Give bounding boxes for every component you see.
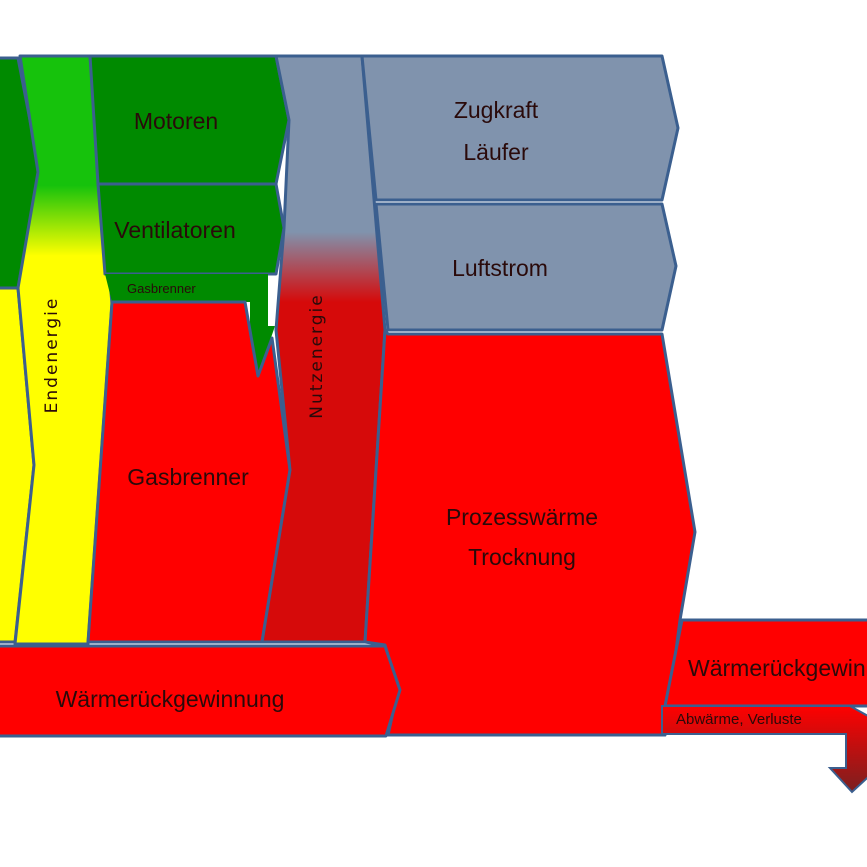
ventilatoren-block [96,182,286,276]
luftstrom-block [374,202,678,332]
motoren-label: Motoren [134,108,218,134]
endenergie-label: Endenergie [42,297,62,414]
prozesswaerme-label-line2: Trocknung [468,544,576,570]
prozesswaerme-label-line1: Prozesswärme [446,504,598,530]
gasbrenner-block [86,300,292,644]
gasbrenner-small-label: Gasbrenner [127,281,196,296]
waermerueckgewinnung-left-label: Wärmerückgewinnung [56,686,285,712]
nutzenergie-label: Nutzenergie [307,293,327,418]
waermerueckgewinnung-left-arrow [0,644,402,738]
abwaerme-label: Abwärme, Verluste [676,711,802,728]
nutzenergie-column [260,54,387,644]
zugkraft-block [360,54,680,202]
waermerueckgewinnung-right-label: Wärmerückgewinnung [688,655,867,681]
luftstrom-label: Luftstrom [452,255,548,281]
zugkraft-label-line1: Zugkraft [454,97,539,123]
waermerueckgewinnung-right-arrow [663,618,867,708]
prozesswaerme-block [363,328,697,737]
gasbrenner-green-band [105,274,275,376]
gasbrenner-label: Gasbrenner [127,464,249,490]
zugkraft-label-line2: Läufer [463,139,529,165]
abwaerme-arrow [661,705,867,794]
ventilatoren-label: Ventilatoren [114,217,235,243]
motoren-block [88,54,291,186]
